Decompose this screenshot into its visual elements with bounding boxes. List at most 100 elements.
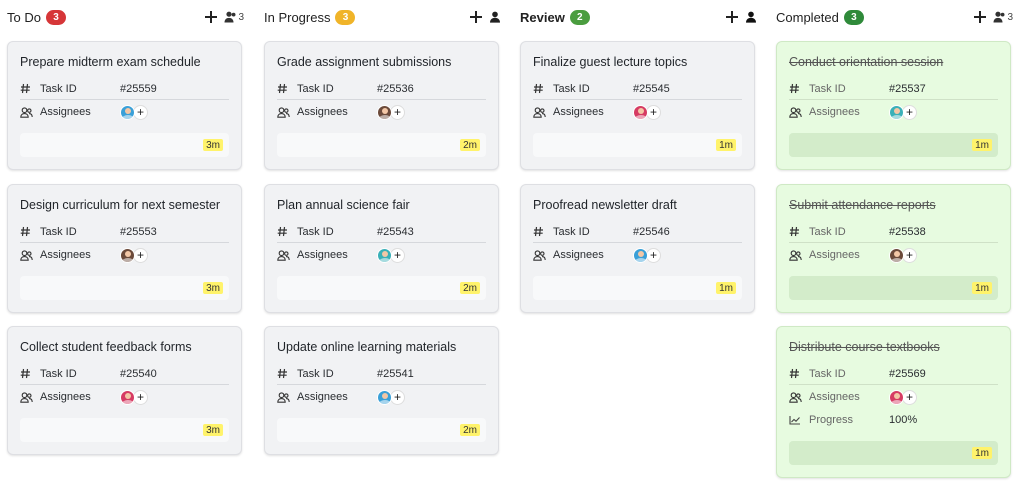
card-footer: 2m	[277, 133, 486, 157]
task-id-label: Task ID	[553, 225, 590, 238]
card-footer: 1m	[789, 441, 998, 465]
people-icon	[20, 106, 36, 118]
column-header: Review 2	[520, 6, 757, 28]
member-count: 3	[238, 11, 244, 23]
assignees-value: +	[377, 104, 405, 120]
task-id-label: Task ID	[297, 82, 334, 95]
avatar[interactable]	[377, 389, 392, 405]
user-icon	[746, 11, 756, 23]
task-id-value: #25543	[377, 225, 414, 238]
column-title: In Progress	[264, 9, 331, 25]
card-footer: 2m	[277, 418, 486, 442]
assignees-label: Assignees	[297, 106, 348, 118]
task-card[interactable]: Plan annual science fair Task ID #25543 …	[264, 184, 499, 313]
column-members-button[interactable]	[745, 11, 757, 23]
add-assignee-button[interactable]: +	[133, 247, 148, 263]
users-icon	[224, 11, 236, 23]
hash-icon	[20, 368, 36, 379]
assignees-row: Assignees +	[533, 244, 742, 266]
add-card-button[interactable]	[973, 10, 987, 24]
add-assignee-button[interactable]: +	[902, 389, 917, 405]
task-card[interactable]: Distribute course textbooks Task ID #255…	[776, 326, 1011, 478]
task-card[interactable]: Collect student feedback forms Task ID #…	[7, 326, 242, 455]
assignees-row: Assignees +	[277, 101, 486, 123]
time-tag: 3m	[203, 139, 223, 151]
task-card[interactable]: Design curriculum for next semester Task…	[7, 184, 242, 313]
card-footer: 1m	[533, 276, 742, 300]
task-card[interactable]: Conduct orientation session Task ID #255…	[776, 41, 1011, 170]
assignees-label: Assignees	[297, 249, 348, 261]
add-assignee-button[interactable]: +	[646, 247, 661, 263]
avatar[interactable]	[377, 247, 392, 263]
avatar[interactable]	[633, 247, 648, 263]
task-id-value: #25540	[120, 367, 157, 380]
add-assignee-button[interactable]: +	[390, 389, 405, 405]
task-card[interactable]: Finalize guest lecture topics Task ID #2…	[520, 41, 755, 170]
avatar[interactable]	[889, 389, 904, 405]
add-assignee-button[interactable]: +	[390, 104, 405, 120]
task-id-row: Task ID #25541	[277, 363, 486, 385]
avatar[interactable]	[633, 104, 648, 120]
task-card[interactable]: Proofread newsletter draft Task ID #2554…	[520, 184, 755, 313]
hash-icon	[789, 226, 805, 237]
assignees-row: Assignees +	[533, 101, 742, 123]
avatar[interactable]	[889, 247, 904, 263]
people-icon	[277, 391, 293, 403]
task-id-label: Task ID	[40, 367, 77, 380]
member-count: 3	[1007, 11, 1013, 23]
add-card-button[interactable]	[725, 10, 739, 24]
card-footer: 1m	[533, 133, 742, 157]
task-id-value: #25538	[889, 225, 926, 238]
add-assignee-button[interactable]: +	[902, 104, 917, 120]
people-icon	[20, 391, 36, 403]
card-footer: 3m	[20, 418, 229, 442]
time-tag: 1m	[972, 139, 992, 151]
card-title: Plan annual science fair	[277, 198, 410, 212]
assignees-row: Assignees +	[277, 386, 486, 408]
time-tag: 3m	[203, 282, 223, 294]
hash-icon	[20, 83, 36, 94]
hash-icon	[277, 368, 293, 379]
task-card[interactable]: Submit attendance reports Task ID #25538…	[776, 184, 1011, 313]
card-title: Grade assignment submissions	[277, 55, 452, 69]
hash-icon	[533, 83, 549, 94]
assignees-row: Assignees +	[277, 244, 486, 266]
column-members-button[interactable]: 3	[993, 11, 1013, 23]
assignees-label: Assignees	[553, 249, 604, 261]
assignees-label: Assignees	[553, 106, 604, 118]
hash-icon	[789, 83, 805, 94]
task-card[interactable]: Update online learning materials Task ID…	[264, 326, 499, 455]
card-title: Submit attendance reports	[789, 198, 936, 212]
task-card[interactable]: Grade assignment submissions Task ID #25…	[264, 41, 499, 170]
task-id-label: Task ID	[809, 82, 846, 95]
people-icon	[277, 249, 293, 261]
time-tag: 2m	[460, 282, 480, 294]
add-assignee-button[interactable]: +	[646, 104, 661, 120]
assignees-row: Assignees +	[789, 386, 998, 408]
hash-icon	[789, 368, 805, 379]
add-assignee-button[interactable]: +	[133, 104, 148, 120]
avatar[interactable]	[377, 104, 392, 120]
avatar[interactable]	[120, 104, 135, 120]
add-assignee-button[interactable]: +	[902, 247, 917, 263]
task-card[interactable]: Prepare midterm exam schedule Task ID #2…	[7, 41, 242, 170]
avatar[interactable]	[120, 247, 135, 263]
column-header: Completed 3 3	[776, 6, 1013, 28]
assignees-label: Assignees	[809, 106, 860, 118]
column-actions	[469, 6, 501, 28]
count-badge: 3	[843, 9, 864, 25]
people-icon	[277, 106, 293, 118]
column-members-button[interactable]	[489, 11, 501, 23]
hash-icon	[20, 226, 36, 237]
avatar[interactable]	[120, 389, 135, 405]
hash-icon	[277, 83, 293, 94]
column-actions: 3	[973, 6, 1013, 28]
add-assignee-button[interactable]: +	[390, 247, 405, 263]
add-assignee-button[interactable]: +	[133, 389, 148, 405]
column-members-button[interactable]: 3	[224, 11, 244, 23]
card-footer: 2m	[277, 276, 486, 300]
task-id-label: Task ID	[809, 367, 846, 380]
add-card-button[interactable]	[469, 10, 483, 24]
add-card-button[interactable]	[204, 10, 218, 24]
avatar[interactable]	[889, 104, 904, 120]
